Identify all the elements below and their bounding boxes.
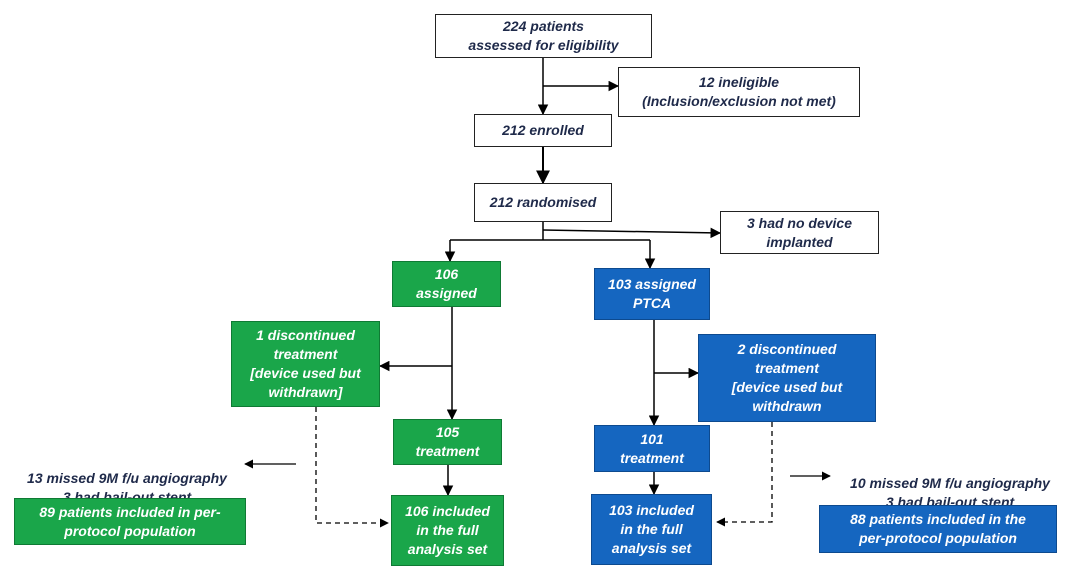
ptca-per-protocol-box: 88 patients included in the per-protocol… bbox=[819, 505, 1057, 553]
dashed-device-discontinued-fas bbox=[315, 407, 389, 528]
no-device-box: 3 had no device implanted bbox=[720, 211, 879, 254]
arrow-to-no-device bbox=[542, 227, 722, 239]
ptca-discontinued-box: 2 discontinued treatment [device used bu… bbox=[698, 334, 876, 422]
device-discontinued-box: 1 discontinued treatment [device used bu… bbox=[231, 321, 380, 407]
ptca-treatment-box: 101 treatment bbox=[594, 425, 710, 472]
ptca-missed-note: 10 missed 9M f/u angiography 3 had bail-… bbox=[850, 475, 1050, 510]
device-fas-box: 106 included in the full analysis set bbox=[391, 495, 504, 566]
enrolled-box: 212 enrolled bbox=[474, 114, 612, 147]
device-treatment-box: 105 treatment bbox=[393, 419, 502, 465]
ptca-fas-box: 103 included in the full analysis set bbox=[591, 494, 712, 565]
assessed-box: 224 patients assessed for eligibility bbox=[435, 14, 652, 58]
ineligible-box: 12 ineligible (Inclusion/exclusion not m… bbox=[618, 67, 860, 117]
dashed-ptca-discontinued-fas bbox=[716, 422, 773, 527]
device-per-protocol-box: 89 patients included in per- protocol po… bbox=[14, 498, 246, 545]
ptca-assigned-box: 103 assigned PTCA bbox=[594, 268, 710, 320]
randomised-box: 212 randomised bbox=[474, 183, 612, 222]
device-assigned-box: 106 assigned bbox=[392, 261, 501, 307]
